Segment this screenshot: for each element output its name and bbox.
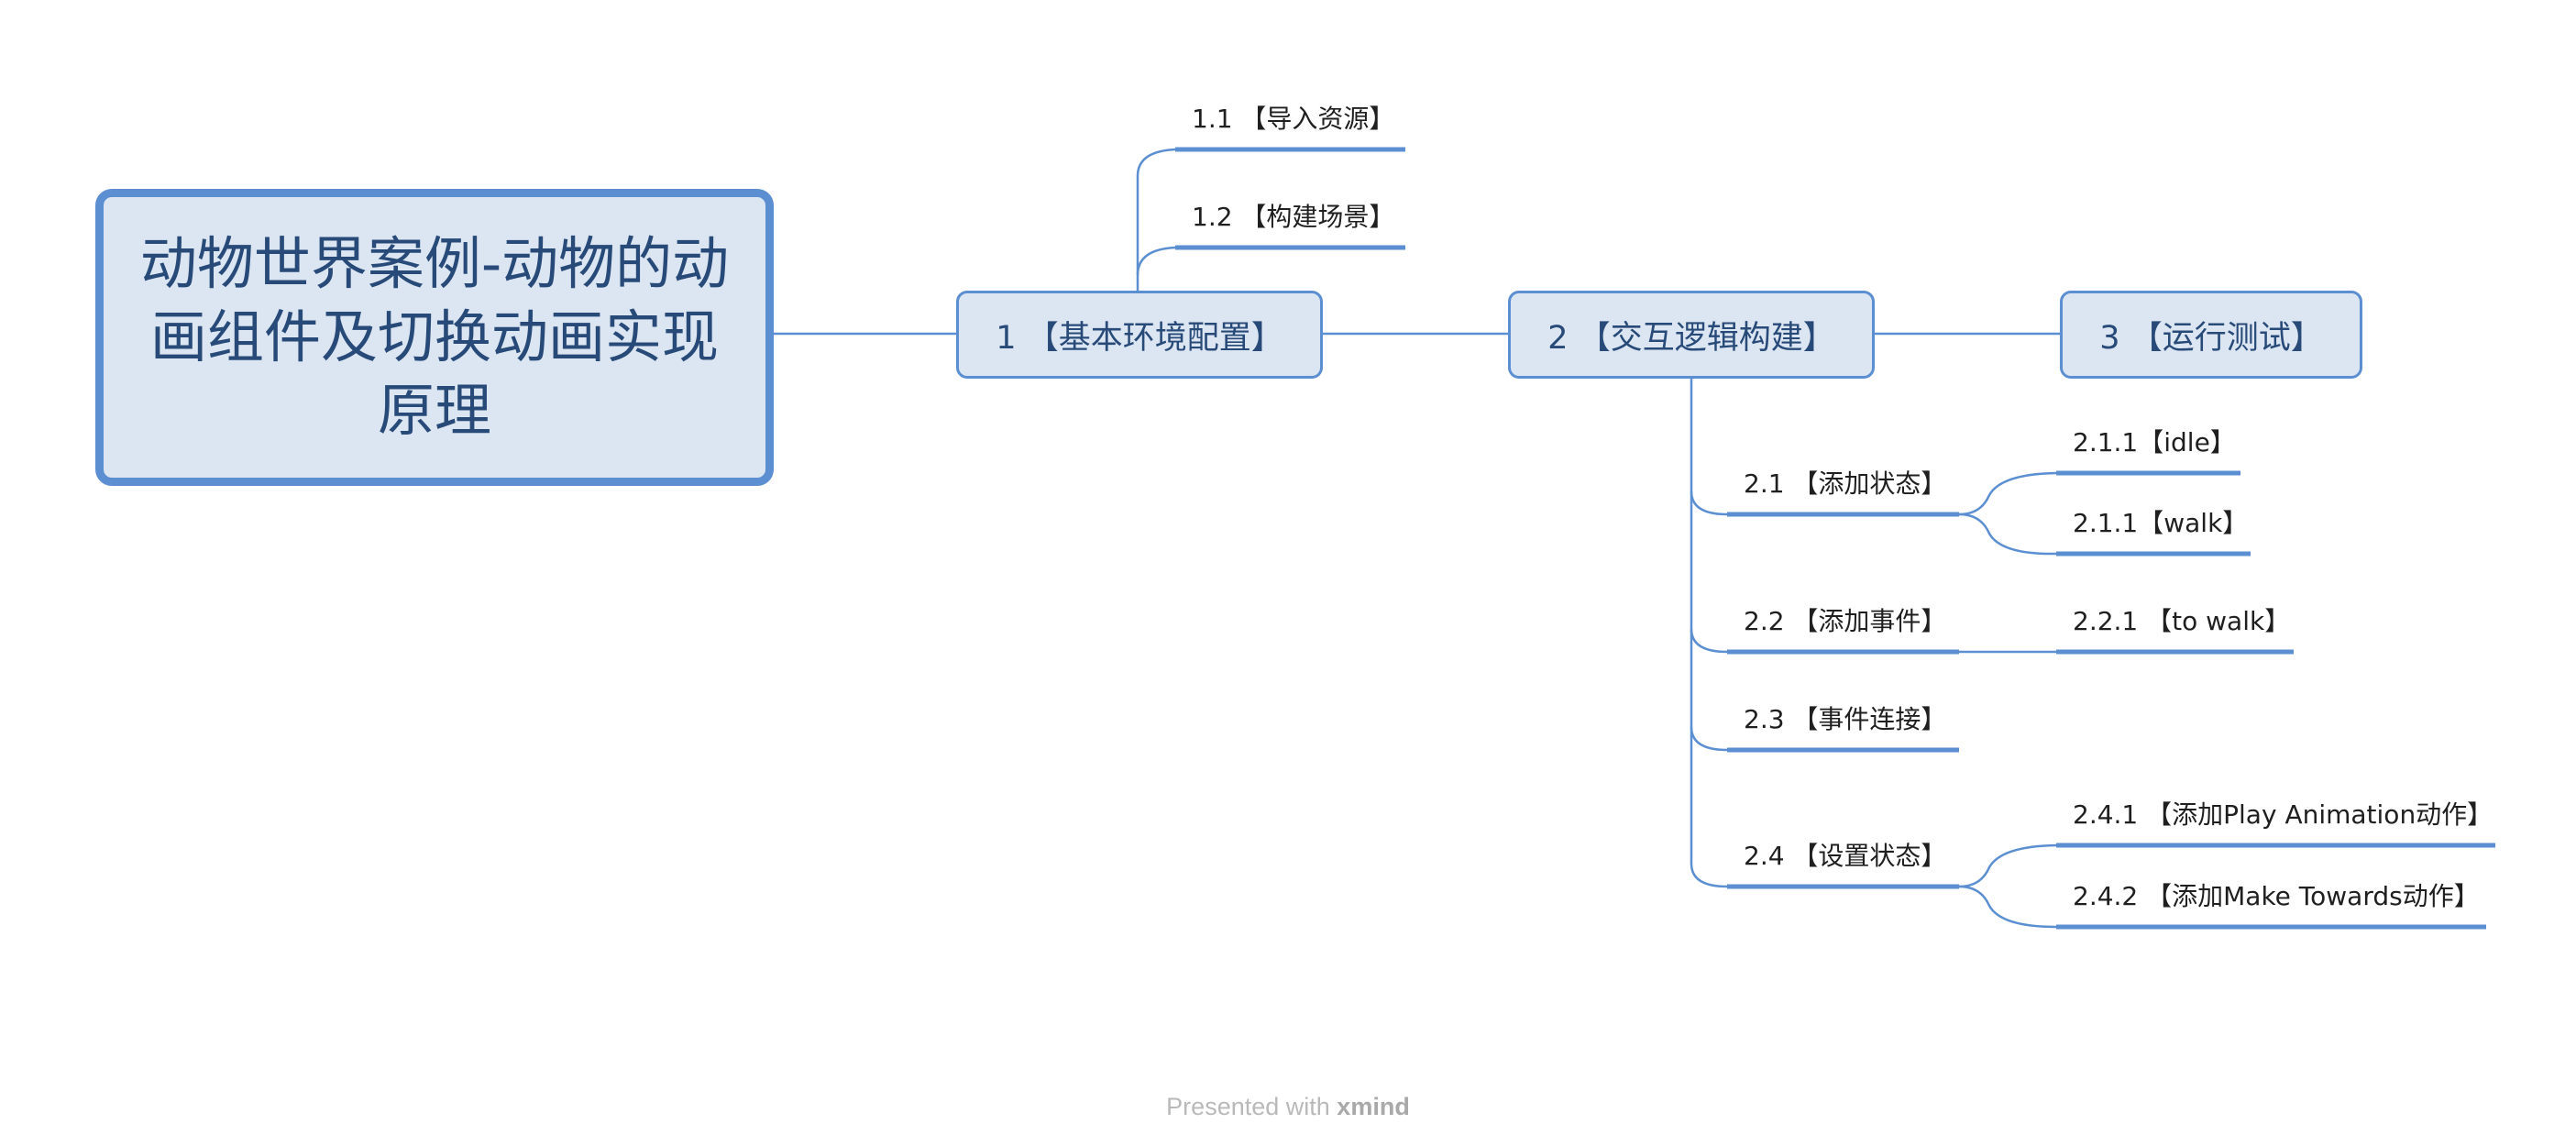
presented-with-text: Presented with [1166,1093,1330,1120]
subtopic-import-assets[interactable]: 1.1 【导入资源】 [1192,104,1394,135]
connector-t2-2-2 [1690,491,1728,654]
subtopic-play-animation-action[interactable]: 2.4.1 【添加Play Animation动作】 [2073,799,2493,831]
subtopic-label: 2.2 【添加事件】 [1744,606,1947,636]
central-topic-title: 动物世界案例-动物的动画组件及切换动画实现原理 [139,230,730,444]
subtopic-label: 2.2.1 【to walk】 [2073,606,2291,636]
subtopic-add-events[interactable]: 2.2 【添加事件】 [1744,606,1946,637]
connector-t2-2-3 [1690,629,1728,752]
subtopic-label: 1.1 【导入资源】 [1192,104,1395,134]
subtopic-label: 2.3 【事件连接】 [1744,704,1947,734]
topic-run-test[interactable]: 3 【运行测试】 [2060,291,2362,379]
connector-t1-1-2 [1136,246,1176,276]
subtopic-add-states[interactable]: 2.1 【添加状态】 [1744,468,1946,500]
central-topic[interactable]: 动物世界案例-动物的动画组件及切换动画实现原理 [95,189,774,486]
subtopic-label: 2.4.2 【添加Make Towards动作】 [2073,881,2480,911]
connector-t2-2-4 [1690,727,1728,888]
subtopic-state-idle[interactable]: 2.1.1【idle】 [2073,427,2236,458]
connector-t1-1-1 [1136,148,1176,291]
connector-2-4-2 [1958,885,2057,929]
subtopic-event-to-walk[interactable]: 2.2.1 【to walk】 [2073,606,2290,637]
connector-2-1-idle [1958,471,2057,516]
subtopic-state-walk[interactable]: 2.1.1【walk】 [2073,508,2248,539]
subtopic-label: 2.1 【添加状态】 [1744,468,1947,499]
subtopic-set-states[interactable]: 2.4 【设置状态】 [1744,841,1946,872]
subtopic-label: 2.1.1【walk】 [2073,508,2249,538]
subtopic-label: 2.1.1【idle】 [2073,427,2236,457]
subtopic-connect-events[interactable]: 2.3 【事件连接】 [1744,704,1946,735]
connector-2-4-1 [1958,843,2057,888]
connector-2-1-walk [1958,512,2057,556]
subtopic-build-scene[interactable]: 1.2 【构建场景】 [1192,202,1394,233]
topic-interaction-logic[interactable]: 2 【交互逻辑构建】 [1508,291,1875,379]
connector-t2-2-1 [1690,379,1728,516]
subtopic-label: 1.2 【构建场景】 [1192,202,1395,232]
topic-label: 2 【交互逻辑构建】 [1547,319,1835,357]
xmind-brand: xmind [1337,1093,1410,1120]
topic-label: 3 【运行测试】 [2099,319,2323,357]
topic-basic-environment[interactable]: 1 【基本环境配置】 [956,291,1323,379]
subtopic-label: 2.4 【设置状态】 [1744,841,1947,871]
subtopic-label: 2.4.1 【添加Play Animation动作】 [2073,799,2493,830]
subtopic-make-towards-action[interactable]: 2.4.2 【添加Make Towards动作】 [2073,881,2480,912]
topic-label: 1 【基本环境配置】 [996,319,1283,357]
presented-with-footer: Presented with xmind [0,1093,2576,1121]
